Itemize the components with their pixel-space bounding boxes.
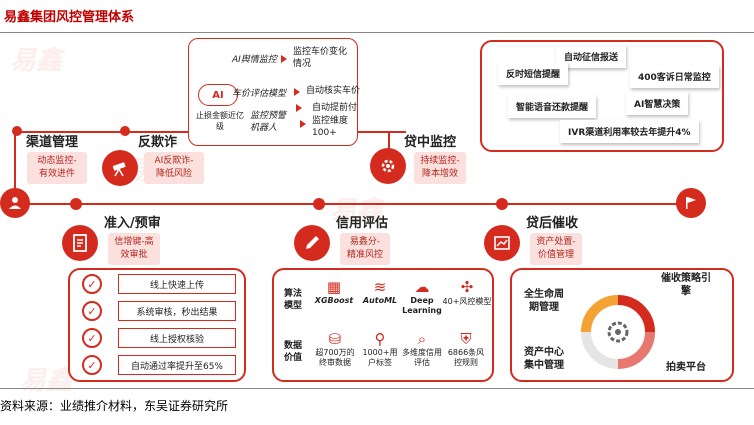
cloud-icon: ☁ <box>414 278 430 296</box>
lifecycle-asset: 资产中心集中管理 <box>524 347 564 371</box>
algo-label: 算法模型 <box>284 289 303 311</box>
stage-title-credit: 信用评估 <box>336 216 389 231</box>
divider <box>0 388 754 389</box>
lifecycle-platform: 拍卖平台 <box>666 362 706 373</box>
gear-icon <box>381 159 395 173</box>
data-label: 数据价值 <box>284 341 303 363</box>
arrow-icon <box>294 88 300 96</box>
tech-item: ⛁ 超700万的终审数据 <box>315 330 355 367</box>
shield-icon: ⛨ <box>460 330 472 348</box>
tech-item: ⌕ 多维度信用评估 <box>402 330 442 367</box>
model-icon: ▦ <box>326 278 342 296</box>
stage-icon-admission <box>62 225 98 261</box>
chart-icon <box>494 236 510 250</box>
check-icon: ✓ <box>82 328 102 348</box>
check-icon: ✓ <box>82 301 102 321</box>
tech-item: ⛨ 6866条风控规则 <box>447 330 485 367</box>
layers-icon: ≋ <box>373 278 387 296</box>
pen-icon <box>306 236 319 249</box>
timeline-link <box>14 131 16 203</box>
tech-item: ✣ 40+风控模型 <box>442 278 492 306</box>
junction-dot <box>12 126 22 136</box>
tech-item: ≋ AutoML <box>358 278 402 305</box>
tech-item: ☁ Deep Learning <box>402 278 442 315</box>
stage-title-antifraud: 反欺诈 <box>138 135 178 150</box>
stage-label-midloan: 持续监控-降本增效 <box>414 152 466 184</box>
network-icon: ✣ <box>460 278 474 296</box>
stage-title-postloan: 贷后催收 <box>526 216 579 231</box>
page-title: 易鑫集团风控管理体系 <box>4 10 135 25</box>
postloan-card: 自动征信报送 <box>556 45 627 68</box>
stage-icon-antifraud <box>102 150 138 186</box>
flag-icon <box>686 197 696 209</box>
watermark: 易鑫 <box>330 196 383 226</box>
watermark: 易鑫 <box>20 366 73 396</box>
stage-title-admission: 准入/预审 <box>104 216 161 231</box>
stage-label-antifraud: AI反欺诈-降低风险 <box>144 152 204 184</box>
gear-icon <box>607 321 629 343</box>
credit-tech-panel <box>272 268 494 382</box>
ai-item-name: 监控预警机器人 <box>250 111 287 133</box>
check-label: 系统审核，秒出结果 <box>118 301 236 321</box>
check-label: 线上授权核验 <box>118 328 236 348</box>
source-note: 资料来源：业绩推介材料，东吴证券研究所 <box>0 399 229 413</box>
stage-icon-credit <box>294 225 330 261</box>
postloan-card: 智能语音还款提醒 <box>508 95 597 118</box>
telescope-icon <box>112 162 126 177</box>
pin-icon: ⚲ <box>374 330 386 348</box>
database-icon: ⛁ <box>328 330 342 348</box>
check-icon: ✓ <box>82 274 102 294</box>
stage-label-postloan: 资产处置-价值管理 <box>530 233 582 265</box>
stage-title-midloan: 贷中监控 <box>404 135 457 150</box>
junction-dot <box>120 126 130 136</box>
stage-icon-midloan <box>370 148 406 184</box>
postloan-card: IVR渠道利用率较去年提升4% <box>560 120 699 143</box>
magnify-icon: ⌕ <box>417 330 427 348</box>
check-icon: ✓ <box>82 355 102 375</box>
start-node <box>0 188 30 218</box>
postloan-card: 400客诉日常监控 <box>630 65 719 88</box>
watermark: 易鑫 <box>10 46 63 76</box>
lifecycle-ring <box>581 295 655 369</box>
stage-label-credit: 易鑫分-精准风控 <box>340 233 390 265</box>
ai-item-name: AI舆情监控 <box>232 55 277 65</box>
divider <box>0 32 754 33</box>
ai-item-desc: 自动提前付 <box>312 103 358 113</box>
check-item: ✓ 线上快速上传 <box>82 274 236 294</box>
check-label: 自动通过率提升至65% <box>118 355 236 375</box>
check-item: ✓ 自动通过率提升至65% <box>82 355 236 375</box>
postloan-card: AI智慧决策 <box>626 92 689 115</box>
stage-label-admission: 信增键-高效审批 <box>108 233 160 265</box>
stage-title-channel: 渠道管理 <box>26 135 79 150</box>
lifecycle-full: 全生命周期管理 <box>524 289 564 313</box>
ai-item-desc: 监控维度100+ <box>312 116 349 138</box>
arrow-icon <box>281 55 287 63</box>
arrow-icon <box>296 104 302 112</box>
lifecycle-engine: 催收策略引擎 <box>661 273 711 297</box>
document-icon <box>73 234 87 252</box>
admission-check-list: ✓ 线上快速上传 ✓ 系统审核，秒出结果 ✓ 线上授权核验 ✓ 自动通过率提升至… <box>82 274 236 375</box>
timeline-lower <box>14 203 704 205</box>
stage-icon-postloan <box>484 225 520 261</box>
check-item: ✓ 线上授权核验 <box>82 328 236 348</box>
ai-sublabel: 止损金额近亿级 <box>196 111 244 131</box>
arrow-icon <box>300 120 306 128</box>
ai-item-name: 车价评估模型 <box>232 89 287 99</box>
check-item: ✓ 系统审核，秒出结果 <box>82 301 236 321</box>
postloan-card: 反时短信提醒 <box>498 62 569 85</box>
junction-dot <box>496 198 508 210</box>
tech-item: ▦ XGBoost <box>312 278 356 305</box>
person-icon <box>9 197 21 209</box>
end-node <box>676 188 706 218</box>
junction-dot <box>313 198 325 210</box>
junction-dot <box>70 198 82 210</box>
ai-label: AI <box>198 84 238 106</box>
check-label: 线上快速上传 <box>118 274 236 294</box>
stage-label-channel: 动态监控-有效进件 <box>27 152 87 184</box>
tech-item: ⚲ 1000+用户标签 <box>360 330 400 368</box>
ai-item-desc: 自动核实车价 <box>306 86 361 96</box>
ai-item-desc: 监控车价变化情况 <box>293 47 348 69</box>
